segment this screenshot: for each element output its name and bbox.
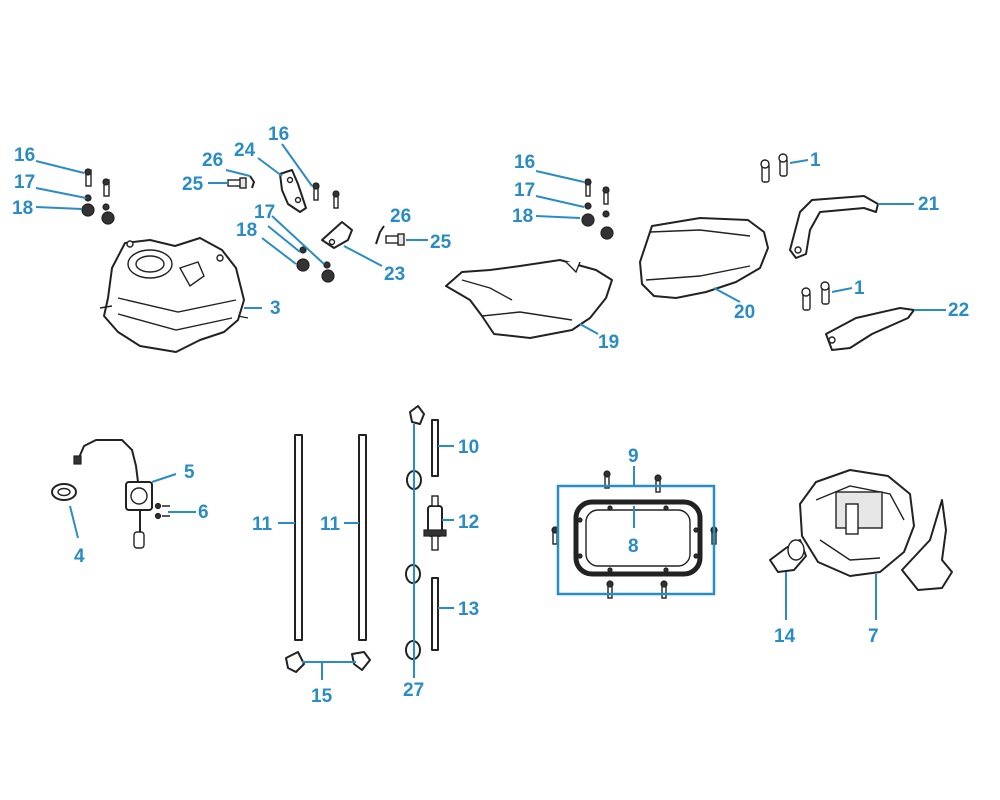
bracket-part-23 bbox=[321, 221, 353, 249]
fuel-sender-part bbox=[73, 439, 153, 549]
callout-16: 16 bbox=[14, 145, 35, 166]
callout-8: 8 bbox=[628, 536, 639, 557]
callout-11: 11 bbox=[320, 514, 341, 535]
fuel-pump-part-7 bbox=[799, 469, 953, 591]
hose-part-10 bbox=[431, 419, 439, 477]
callout-17: 17 bbox=[254, 202, 275, 223]
callout-25: 25 bbox=[182, 174, 204, 195]
callout-22: 22 bbox=[948, 300, 969, 321]
callout-18: 18 bbox=[236, 220, 257, 241]
callout-10: 10 bbox=[458, 437, 479, 458]
callout-27: 27 bbox=[403, 680, 424, 701]
bolt-part-25-upper bbox=[227, 175, 255, 189]
leader-lines bbox=[35, 143, 946, 680]
callout-6: 6 bbox=[198, 502, 209, 523]
callout-9: 9 bbox=[628, 446, 639, 467]
callout-26: 26 bbox=[390, 206, 411, 227]
pump-gasket-part-8 bbox=[573, 499, 703, 577]
callout-26: 26 bbox=[202, 150, 223, 171]
callout-20: 20 bbox=[734, 302, 755, 323]
bolt-pair-upper bbox=[760, 153, 788, 183]
callout-25: 25 bbox=[430, 232, 452, 253]
callout-7: 7 bbox=[868, 626, 879, 647]
clamp-part-15 bbox=[285, 651, 371, 673]
hose-part-13 bbox=[431, 577, 439, 651]
bracket-part-24 bbox=[279, 169, 307, 213]
callout-15: 15 bbox=[311, 686, 333, 707]
callout-labels: 16 17 18 26 24 16 25 17 18 26 25 23 3 16… bbox=[12, 124, 969, 707]
bolt-set-middle bbox=[312, 182, 340, 209]
rider-seat-part bbox=[445, 259, 613, 339]
bolt-part-25-lower bbox=[375, 225, 405, 246]
callout-24: 24 bbox=[234, 140, 256, 161]
callout-12: 12 bbox=[458, 512, 479, 533]
fitting-part-14 bbox=[769, 539, 807, 573]
screws-part-6 bbox=[154, 502, 170, 520]
passenger-seat-part bbox=[639, 217, 769, 299]
callout-18: 18 bbox=[512, 206, 533, 227]
callout-18: 18 bbox=[12, 198, 33, 219]
fuel-tank-part bbox=[99, 237, 249, 353]
callout-3: 3 bbox=[270, 298, 281, 319]
callout-17: 17 bbox=[514, 180, 535, 201]
hose-part-11-right bbox=[358, 434, 367, 641]
callout-19: 19 bbox=[598, 332, 619, 353]
bolt-pair-lower bbox=[801, 281, 830, 311]
part-group-box-9 bbox=[556, 484, 716, 596]
callout-1: 1 bbox=[810, 150, 821, 171]
nut-set-middle bbox=[296, 246, 335, 283]
gasket-part-4 bbox=[51, 483, 77, 501]
fitting-part-12 bbox=[423, 495, 447, 551]
bolt-set-left bbox=[81, 168, 115, 225]
grab-handle-part-22 bbox=[825, 307, 915, 351]
grab-handle-part-21 bbox=[789, 195, 879, 259]
callout-16: 16 bbox=[268, 124, 289, 145]
hose-part-11-left bbox=[294, 434, 303, 641]
callout-23: 23 bbox=[384, 264, 405, 285]
callout-21: 21 bbox=[918, 194, 940, 215]
bolt-set-right bbox=[581, 178, 614, 240]
callout-17: 17 bbox=[14, 172, 35, 193]
callout-5: 5 bbox=[184, 462, 195, 483]
callout-11: 11 bbox=[252, 514, 273, 535]
callout-1: 1 bbox=[854, 278, 865, 299]
callout-4: 4 bbox=[74, 546, 85, 567]
callout-16: 16 bbox=[514, 152, 535, 173]
callout-13: 13 bbox=[458, 599, 479, 620]
clip-chain-part-27 bbox=[405, 405, 425, 660]
callout-14: 14 bbox=[774, 626, 796, 647]
